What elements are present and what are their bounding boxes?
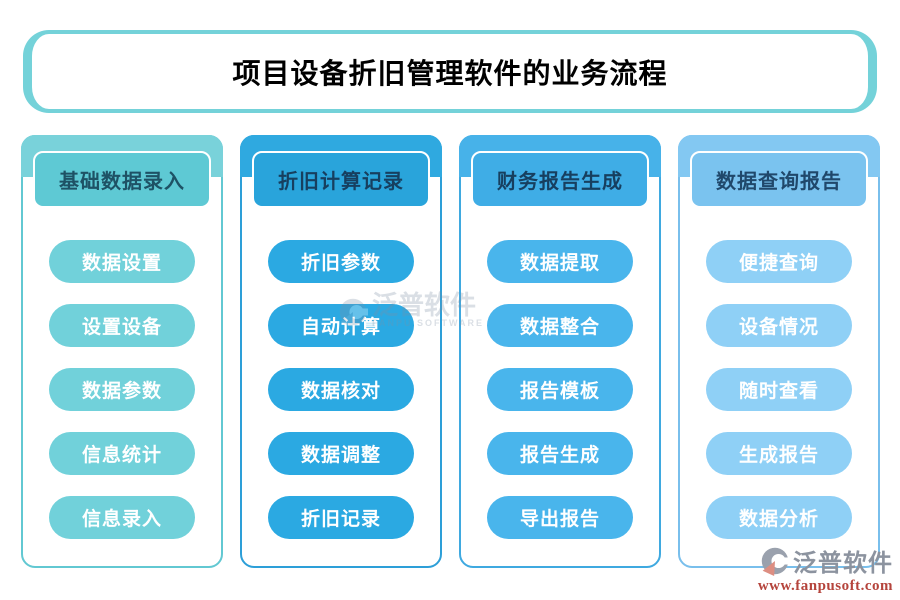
column-header: 基础数据录入 [33, 151, 211, 208]
process-step: 生成报告 [706, 432, 852, 475]
process-step: 导出报告 [487, 496, 633, 539]
column-header: 财务报告生成 [471, 151, 649, 208]
columns: 基础数据录入数据设置设置设备数据参数信息统计信息录入折旧计算记录折旧参数自动计算… [21, 135, 880, 568]
process-step: 便捷查询 [706, 240, 852, 283]
process-column-4: 数据查询报告便捷查询设备情况随时查看生成报告数据分析 [678, 135, 880, 568]
column-header: 折旧计算记录 [252, 151, 430, 208]
process-step: 随时查看 [706, 368, 852, 411]
column-items: 便捷查询设备情况随时查看生成报告数据分析 [680, 240, 878, 539]
process-step: 设备情况 [706, 304, 852, 347]
process-step: 折旧记录 [268, 496, 414, 539]
corner-watermark: 泛普软件 www.fanpusoft.com [758, 543, 893, 595]
process-column-3: 财务报告生成数据提取数据整合报告模板报告生成导出报告 [459, 135, 661, 568]
column-items: 折旧参数自动计算数据核对数据调整折旧记录 [242, 240, 440, 539]
title-banner: 项目设备折旧管理软件的业务流程 [23, 30, 877, 113]
process-step: 数据调整 [268, 432, 414, 475]
corner-watermark-brand: 泛普软件 [793, 550, 893, 577]
process-step: 数据设置 [49, 240, 195, 283]
page-title: 项目设备折旧管理软件的业务流程 [232, 57, 668, 89]
process-step: 设置设备 [49, 304, 195, 347]
process-step: 数据提取 [487, 240, 633, 283]
process-step: 数据参数 [49, 368, 195, 411]
process-step: 报告模板 [487, 368, 633, 411]
corner-watermark-url: www.fanpusoft.com [757, 578, 893, 594]
column-items: 数据提取数据整合报告模板报告生成导出报告 [461, 240, 659, 539]
process-step: 折旧参数 [268, 240, 414, 283]
process-step: 信息统计 [49, 432, 195, 475]
process-step: 数据整合 [487, 304, 633, 347]
process-step: 数据分析 [706, 496, 852, 539]
column-header: 数据查询报告 [690, 151, 868, 208]
fanpu-logo-icon [761, 547, 790, 576]
column-items: 数据设置设置设备数据参数信息统计信息录入 [23, 240, 221, 539]
process-column-2: 折旧计算记录折旧参数自动计算数据核对数据调整折旧记录 [240, 135, 442, 568]
process-step: 数据核对 [268, 368, 414, 411]
process-step: 报告生成 [487, 432, 633, 475]
process-step: 自动计算 [268, 304, 414, 347]
process-column-1: 基础数据录入数据设置设置设备数据参数信息统计信息录入 [21, 135, 223, 568]
process-step: 信息录入 [49, 496, 195, 539]
